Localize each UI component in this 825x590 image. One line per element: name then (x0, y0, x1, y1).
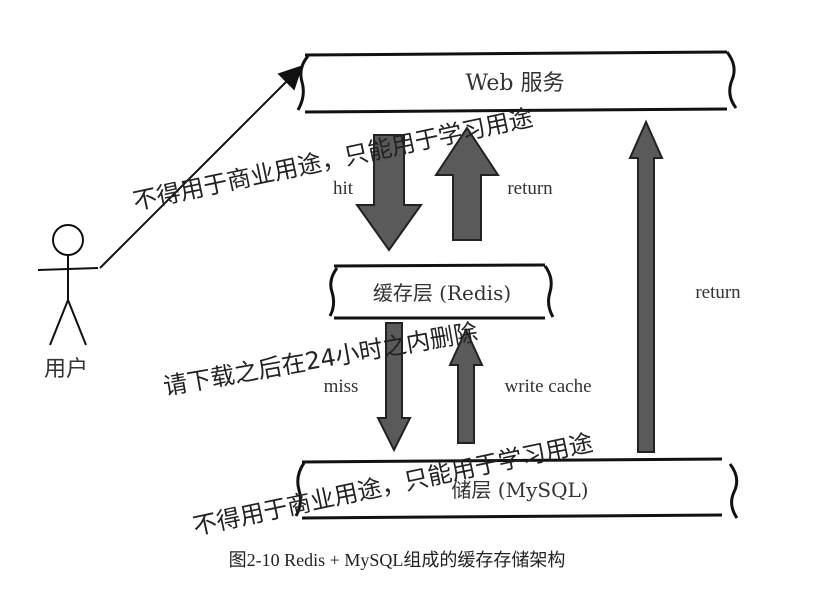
hit-arrow (355, 134, 423, 252)
cache-layer: 缓存层 (Redis) (328, 263, 555, 320)
miss-label: miss (324, 376, 359, 397)
user-label: 用户 (44, 357, 88, 382)
storage-layer-label: 储层 (MySQL) (451, 478, 588, 502)
storage-layer: 储层 (MySQL) (294, 457, 739, 520)
user-figure (37, 224, 99, 346)
request-arrow (99, 65, 303, 269)
return-label-upper: return (507, 178, 553, 199)
web-layer-label: Web 服务 (466, 71, 565, 96)
return-arrow-right (628, 119, 664, 453)
return-label-right: return (695, 282, 741, 303)
write-cache-label: write cache (504, 376, 591, 397)
cache-layer-label: 缓存层 (Redis) (373, 281, 511, 305)
return-arrow-upper (434, 126, 500, 241)
hit-label: hit (333, 178, 354, 199)
figure-caption: 图2-10 Redis + MySQL组成的缓存存储架构 (229, 550, 566, 570)
miss-arrow (376, 322, 412, 453)
write-cache-arrow (448, 327, 484, 444)
web-service-layer: Web 服务 (296, 50, 738, 114)
watermark-2: 请下载之后在24小时之内删除 (161, 318, 480, 401)
